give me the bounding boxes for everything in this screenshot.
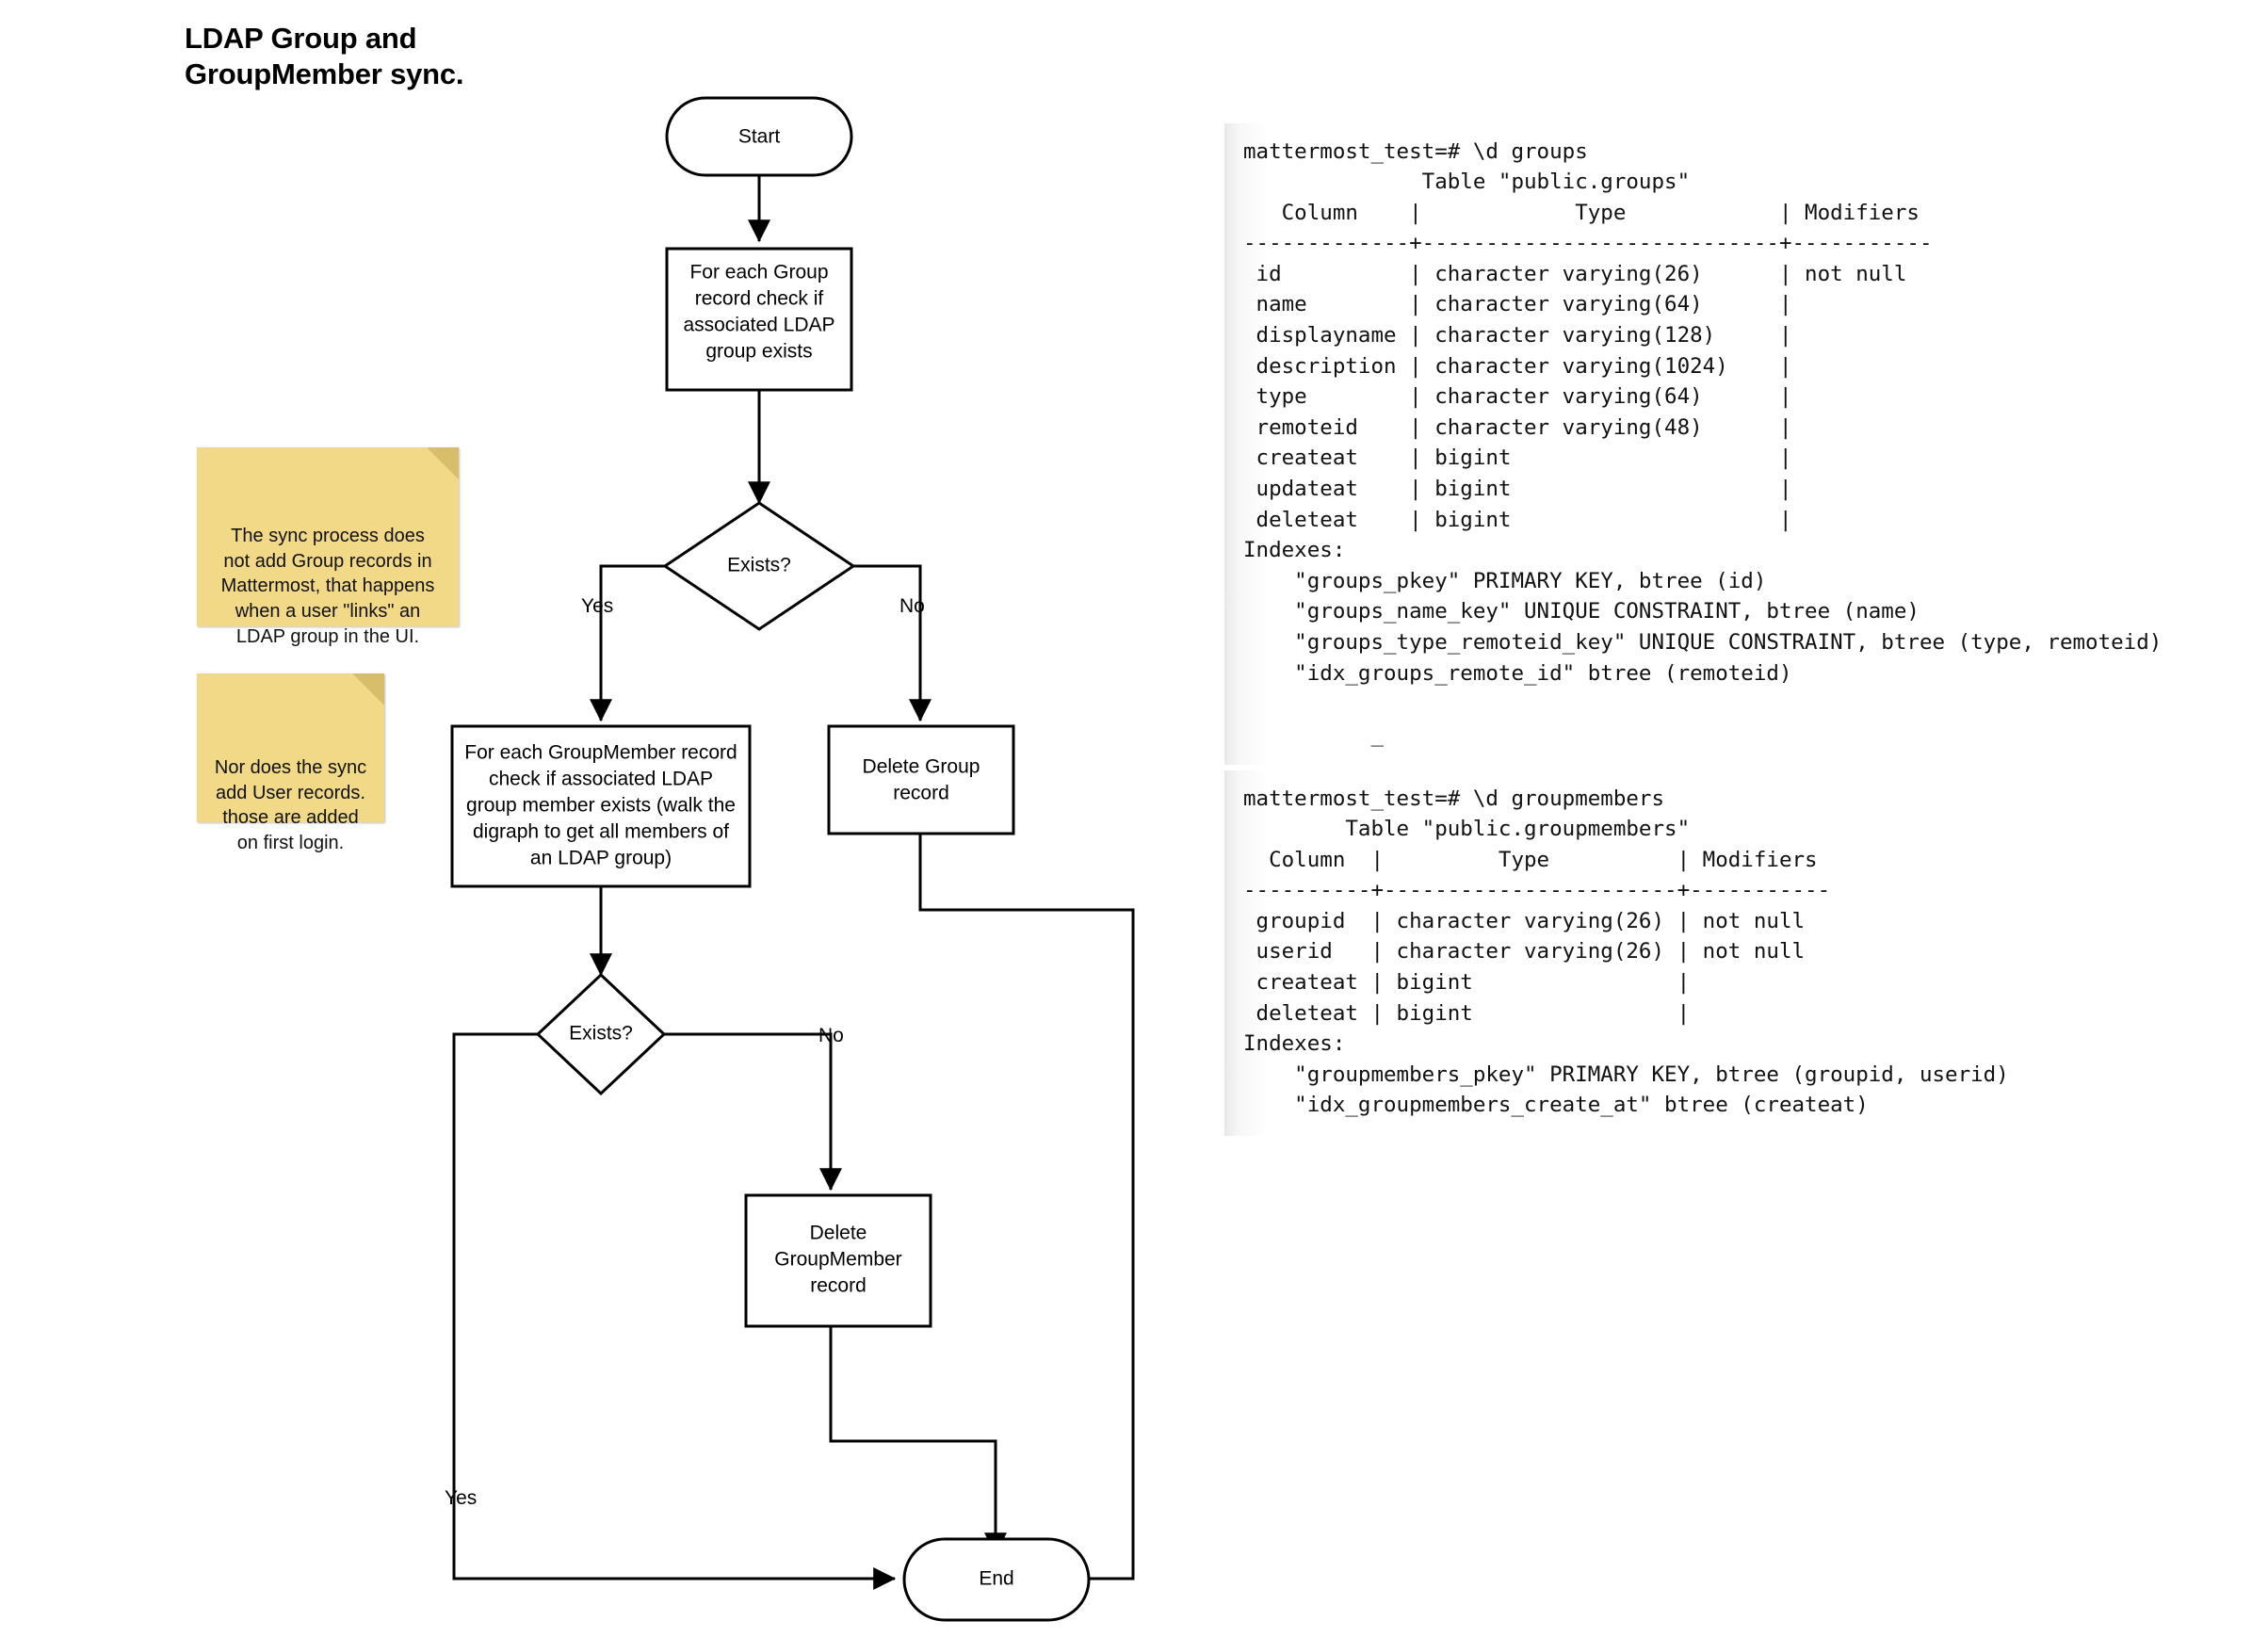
terminal-output-groups: mattermost_test=# \d groups Table "publi… [1224,122,2232,766]
svg-text:Delete Group: Delete Group [863,756,980,778]
node-end-label: End [979,1568,1013,1590]
node-delete-group-record[interactable]: Delete Group record [827,724,1015,835]
svg-text:associated LDAP: associated LDAP [683,315,834,336]
svg-text:check if associated LDAP: check if associated LDAP [489,769,713,790]
node-start[interactable]: Start [665,96,853,177]
edge-label-exists2-yes: Yes [445,1487,477,1509]
edge-exists2-no [664,1032,842,1191]
sticky-note-sync-no-user-records: Nor does the sync add User records. thos… [197,673,384,853]
edge-exists2-yes [452,1032,897,1590]
svg-text:GroupMember: GroupMember [774,1249,901,1271]
sticky-note-text: The sync process does not add Group reco… [220,526,435,647]
svg-text:an LDAP group): an LDAP group) [530,848,672,869]
svg-text:digraph to get all members of: digraph to get all members of [473,821,729,843]
svg-text:group member exists (walk the: group member exists (walk the [466,795,736,817]
svg-text:For each Group: For each Group [689,262,828,284]
flowchart: Start For each Group record check if ass… [445,96,1135,1622]
svg-text:group exists: group exists [705,341,812,363]
node-exists-decision-2[interactable]: Exists? [535,972,667,1096]
edge-label-exists2-no: No [818,1025,844,1046]
sticky-note-sync-no-group-records: The sync process does not add Group reco… [197,447,459,647]
node-end[interactable]: End [902,1537,1091,1622]
svg-text:record: record [810,1275,867,1297]
edge-delete-group-to-end [918,834,1135,1590]
edge-exists1-no [853,564,932,722]
folded-corner-icon [427,447,459,479]
edge-label-exists1-no: No [899,595,925,617]
node-delete-groupmember-record[interactable]: Delete GroupMember record [744,1193,932,1328]
terminal-output-groupmembers: mattermost_test=# \d groupmembers Table … [1224,770,2176,1137]
node-exists-decision-1[interactable]: Exists? [662,501,856,631]
svg-text:record check if: record check if [695,288,824,310]
node-exists1-label: Exists? [727,555,791,576]
node-check-groupmember-record[interactable]: For each GroupMember record check if ass… [450,724,752,888]
edge-label-exists1-yes: Yes [581,595,613,617]
edge-exists1-yes [590,564,665,722]
node-start-label: Start [738,126,781,148]
svg-text:record: record [893,783,949,804]
folded-corner-icon [352,673,384,705]
page-title: LDAP Group and GroupMember sync. [185,22,464,90]
node-exists2-label: Exists? [569,1023,633,1045]
svg-text:Delete: Delete [810,1223,867,1244]
svg-text:For each GroupMember record: For each GroupMember record [464,742,737,764]
sticky-note-text: Nor does the sync add User records. thos… [214,757,367,853]
edge-delete-groupmember-to-end [829,1326,1007,1556]
node-check-group-record[interactable]: For each Group record check if associate… [665,247,853,392]
